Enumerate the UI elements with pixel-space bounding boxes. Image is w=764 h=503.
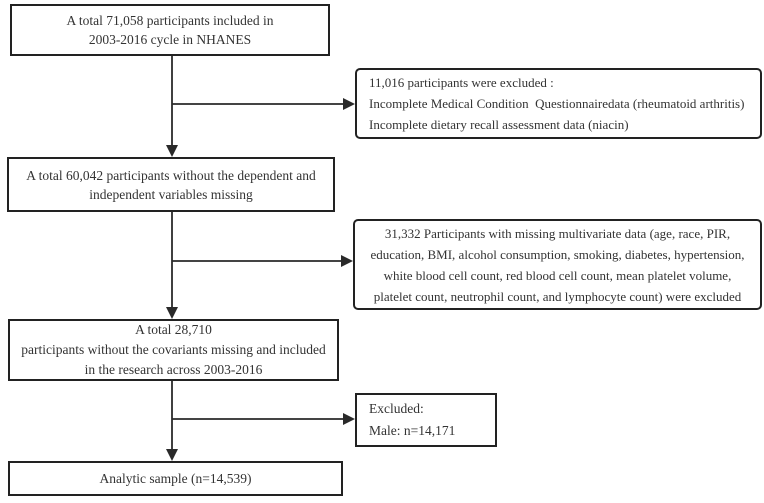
box-excluded-2-line-2: education, BMI, alcohol consumption, smo… (370, 246, 745, 262)
box-excluded-2-line-1: 31,332 Participants with missing multiva… (384, 225, 731, 241)
box-analytic-sample-line-1: Analytic sample (n=14,539) (99, 471, 252, 486)
box-total-included: A total 71,058 participants included in … (10, 4, 330, 56)
box-excluded-1-line-2: Incomplete Medical Condition Questionnai… (369, 96, 745, 111)
arrowhead-down-covariants (166, 307, 178, 319)
box-without-covariants-missing: A total 28,710 participants without the … (8, 319, 339, 381)
arrowhead-down-vars (166, 145, 178, 157)
arrowhead-right-excluded-1 (343, 98, 355, 110)
box-excluded-2-line-3: white blood cell count, red blood cell c… (383, 267, 732, 283)
box-no-covariants-line-1: A total 28,710 (135, 322, 212, 337)
box-no-missing-vars-line-1: A total 60,042 participants without the … (26, 167, 316, 183)
box-no-covariants-line-2: participants without the covariants miss… (21, 342, 326, 357)
box-analytic-sample: Analytic sample (n=14,539) (8, 461, 343, 496)
box-excluded-male: Excluded: Male: n=14,171 (355, 393, 497, 447)
box-excluded-2-line-4: platelet count, neutrophil count, and ly… (373, 288, 742, 304)
box-no-missing-vars-line-2: independent variables missing (89, 186, 253, 202)
box-no-covariants-line-3: in the research across 2003-2016 (84, 362, 263, 377)
arrowhead-right-excluded-2 (341, 255, 353, 267)
arrowhead-right-excluded-3 (343, 413, 355, 425)
box-excluded-multivariate: 31,332 Participants with missing multiva… (353, 219, 762, 310)
arrowhead-down-sample (166, 449, 178, 461)
box-total-included-line-2: 2003-2016 cycle in NHANES (88, 32, 252, 47)
box-without-missing-variables: A total 60,042 participants without the … (7, 157, 335, 212)
box-excluded-1-line-1: 11,016 participants were excluded : (369, 75, 554, 90)
box-total-included-line-1: A total 71,058 participants included in (66, 13, 274, 28)
box-excluded-1-line-3: Incomplete dietary recall assessment dat… (369, 117, 629, 132)
box-excluded-3-line-1: Excluded: (369, 401, 424, 416)
box-excluded-3-line-2: Male: n=14,171 (369, 423, 456, 438)
box-excluded-first-step: 11,016 participants were excluded : Inco… (355, 68, 762, 139)
